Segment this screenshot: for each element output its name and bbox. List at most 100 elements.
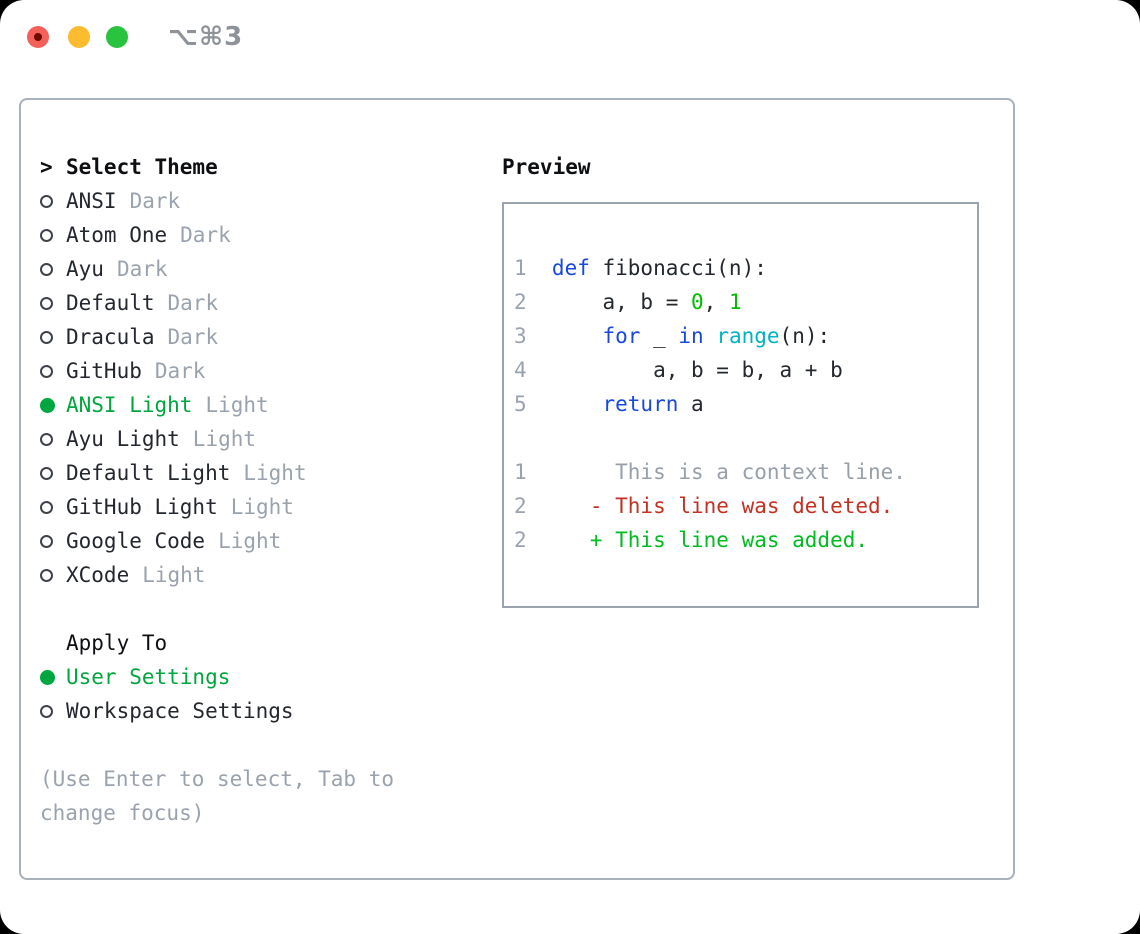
theme-option[interactable]: XCode Light — [40, 558, 480, 592]
theme-option[interactable]: Atom One Dark — [40, 218, 480, 252]
code-token — [552, 324, 603, 348]
theme-variant-tag: Light — [192, 427, 257, 451]
theme-variant-tag: Light — [142, 563, 206, 587]
radio-circle-filled-icon — [40, 397, 66, 413]
page-title: Select Theme — [66, 155, 218, 179]
theme-option[interactable]: Ayu Light Light — [40, 422, 480, 456]
code-token: a, b = b, a + b — [551, 358, 843, 382]
radio-circle-filled-icon — [40, 669, 66, 685]
unsaved-dot-icon — [34, 33, 42, 41]
code-token: return — [602, 392, 679, 416]
line-number: 4 — [514, 358, 527, 382]
section-title: Apply To — [66, 631, 168, 655]
line-number: 1 — [514, 256, 527, 280]
theme-name: GitHub — [66, 359, 142, 383]
code-token: for — [602, 324, 641, 348]
minimize-button[interactable] — [68, 26, 90, 48]
radio-circle-icon — [40, 704, 66, 718]
radio-circle-icon — [40, 296, 66, 310]
zoom-button[interactable] — [106, 26, 128, 48]
close-button[interactable] — [27, 26, 49, 48]
code-line-blank — [514, 421, 969, 455]
theme-name: ANSI Light — [66, 393, 193, 417]
line-number: 2 — [514, 290, 527, 314]
code-line: 4 a, b = b, a + b — [514, 353, 969, 387]
radio-circle-icon — [40, 194, 66, 208]
theme-option-selected[interactable]: ANSI Light Light — [40, 388, 480, 422]
line-number: 2 — [514, 528, 527, 552]
apply-option-label: Workspace Settings — [66, 699, 294, 723]
code-token — [552, 392, 603, 416]
code-line: 1 def fibonacci(n): — [514, 251, 969, 285]
theme-variant-tag: Dark — [167, 291, 219, 315]
line-number: 1 — [514, 460, 527, 484]
code-token: (n): — [779, 324, 831, 348]
theme-name: Default — [66, 291, 155, 315]
code-line: 3 for _ in range(n): — [514, 319, 969, 353]
apply-to-section: Apply To User Settings Workspace Setting… — [40, 626, 480, 728]
radio-circle-icon — [40, 534, 66, 548]
theme-name: Atom One — [66, 223, 168, 247]
code-token: 0 — [691, 290, 704, 314]
theme-option[interactable]: Default Dark — [40, 286, 480, 320]
theme-name: XCode — [66, 563, 130, 587]
radio-circle-icon — [40, 228, 66, 242]
code-token: a, b = — [551, 290, 691, 314]
code-token: _ — [640, 324, 679, 348]
theme-variant-tag: Light — [243, 461, 307, 485]
code-token: def — [551, 256, 590, 280]
theme-name: Ayu Light — [66, 427, 180, 451]
theme-option[interactable]: Default Light Light — [40, 456, 480, 490]
theme-variant-tag: Dark — [154, 359, 206, 383]
theme-variant-tag: Light — [230, 495, 294, 519]
titlebar: ⌥⌘3 — [0, 0, 1140, 74]
radio-circle-icon — [40, 432, 66, 446]
theme-name: Default Light — [66, 461, 231, 485]
code-token — [704, 324, 717, 348]
radio-circle-icon — [40, 364, 66, 378]
theme-variant-tag: Dark — [129, 189, 181, 213]
prompt-chevron-icon: > — [40, 155, 53, 179]
radio-circle-icon — [40, 330, 66, 344]
theme-variant-tag: Dark — [167, 325, 219, 349]
code-token: a — [678, 392, 704, 416]
diff-deleted-line: 2 - This line was deleted. — [514, 489, 969, 523]
theme-name: Google Code — [66, 529, 206, 553]
apply-option-user-settings[interactable]: User Settings — [40, 660, 480, 694]
code-token: + This line was added. — [551, 528, 868, 552]
theme-variant-tag: Light — [205, 393, 269, 417]
diff-context-line: 1 This is a context line. — [514, 455, 969, 489]
theme-option[interactable]: GitHub Dark — [40, 354, 480, 388]
keyboard-hint: (Use Enter to select, Tab to change focu… — [40, 767, 395, 825]
radio-circle-icon — [40, 568, 66, 582]
code-token: in — [678, 324, 704, 348]
line-number: 5 — [514, 392, 527, 416]
apply-option-workspace-settings[interactable]: Workspace Settings — [40, 694, 480, 728]
code-token: fibonacci(n): — [589, 256, 767, 280]
window-shortcut-label: ⌥⌘3 — [168, 22, 244, 52]
code-token: - This line was deleted. — [551, 494, 894, 518]
select-theme-header: > Select Theme — [40, 150, 480, 184]
code-token: , — [703, 290, 729, 314]
theme-variant-tag: Dark — [116, 257, 168, 281]
apply-to-header: Apply To — [40, 626, 480, 660]
code-token: 1 — [728, 290, 742, 314]
apply-option-label: User Settings — [66, 665, 231, 689]
theme-option[interactable]: Ayu Dark — [40, 252, 480, 286]
theme-variant-tag: Dark — [180, 223, 231, 247]
preview-pane: 1 def fibonacci(n): 2 a, b = 0, 1 3 for _… — [502, 202, 979, 608]
code-line: 2 a, b = 0, 1 — [514, 285, 969, 319]
code-token: This is a context line. — [551, 460, 906, 484]
line-number: 2 — [514, 494, 527, 518]
line-number: 3 — [514, 324, 527, 348]
radio-circle-icon — [40, 262, 66, 276]
theme-name: Ayu — [66, 257, 104, 281]
code-token: range — [716, 324, 780, 348]
